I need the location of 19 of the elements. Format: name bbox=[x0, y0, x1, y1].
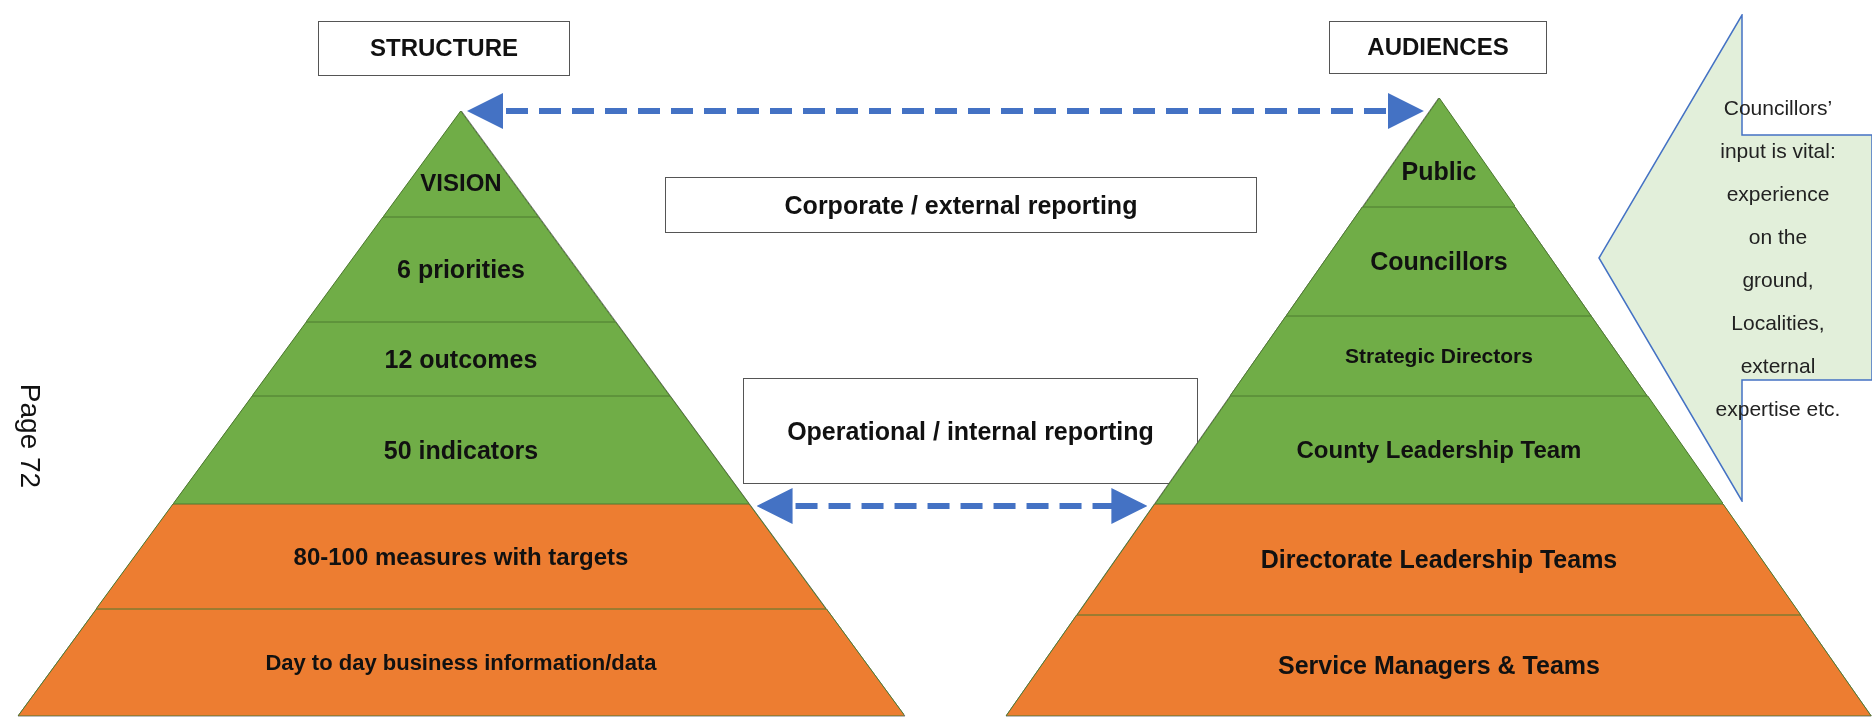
tier-label: Councillors bbox=[1370, 247, 1508, 276]
tier-label: 80-100 measures with targets bbox=[293, 542, 629, 571]
double-arrow bbox=[467, 93, 1424, 129]
text-box: Operational / internal reporting bbox=[743, 378, 1198, 484]
tier-label: Directorate Leadership Teams bbox=[1260, 545, 1618, 574]
text-box: STRUCTURE bbox=[318, 21, 570, 76]
tier-label: Strategic Directors bbox=[1345, 344, 1533, 368]
tier-label: Day to day business information/data bbox=[265, 649, 657, 676]
double-arrow bbox=[756, 488, 1148, 524]
text-box: Corporate / external reporting bbox=[665, 177, 1257, 233]
page-number: Page 72 bbox=[14, 383, 47, 489]
tier-label: VISION bbox=[420, 169, 502, 197]
text-box: AUDIENCES bbox=[1329, 21, 1547, 74]
tier-label: County Leadership Team bbox=[1296, 436, 1582, 464]
tier-label: Service Managers & Teams bbox=[1278, 651, 1600, 680]
tier-label: Public bbox=[1401, 157, 1477, 186]
tier-label: 12 outcomes bbox=[384, 344, 538, 374]
tier-label: 6 priorities bbox=[397, 255, 525, 284]
tier-label: 50 indicators bbox=[383, 435, 539, 465]
